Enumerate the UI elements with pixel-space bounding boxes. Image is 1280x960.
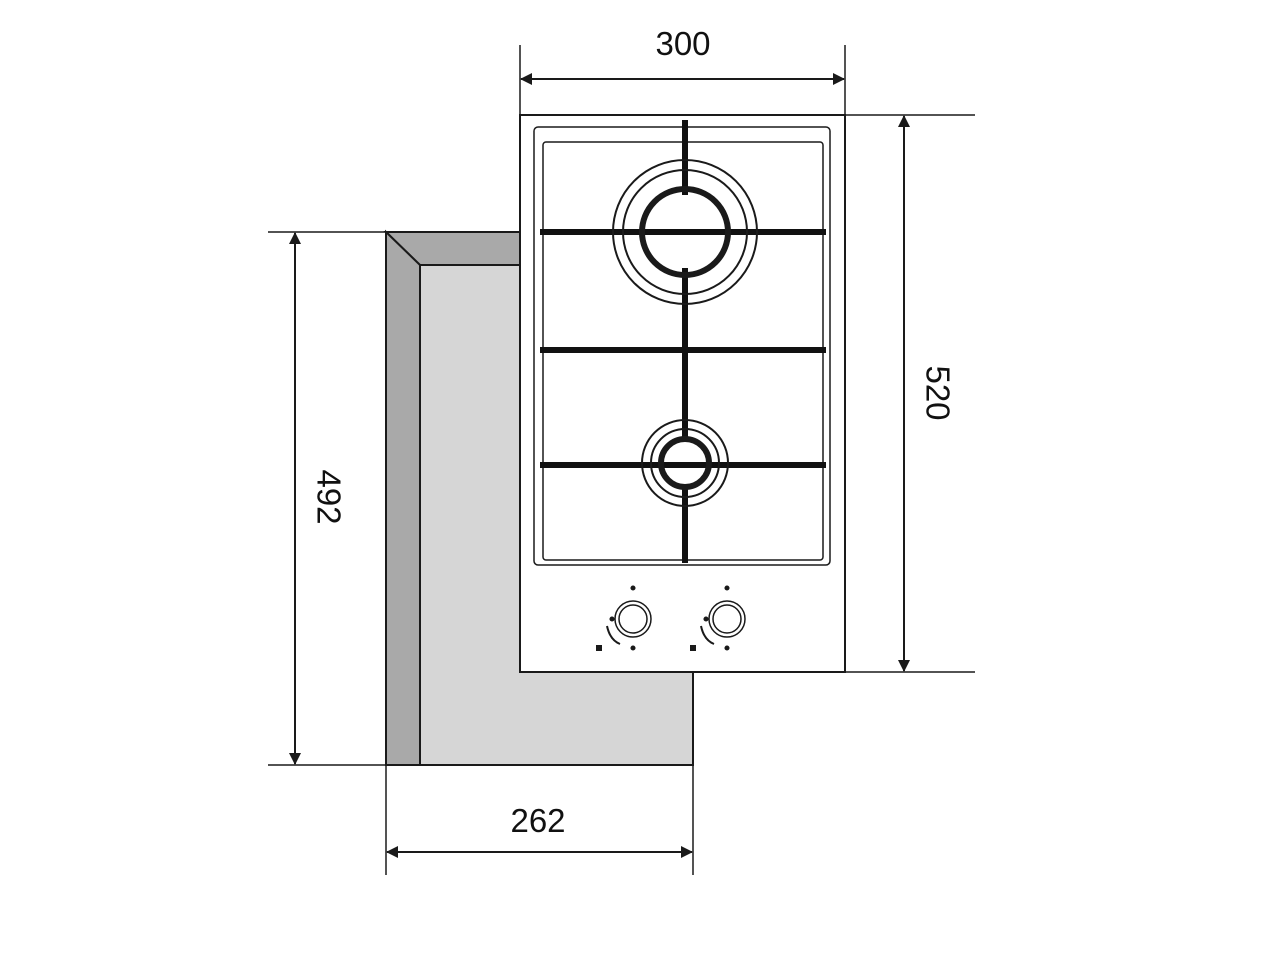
hob (519, 114, 846, 673)
hob-width-label: 300 (655, 25, 710, 62)
dimension-lines (289, 73, 910, 858)
cutout-width-label: 262 (510, 802, 565, 839)
cutout-left-wall (385, 229, 421, 766)
cutout-shape (383, 229, 694, 766)
right-control-knob-icon (690, 585, 746, 651)
extension-lines (268, 45, 975, 875)
small-burner-icon (641, 419, 729, 507)
left-control-knob-icon (596, 585, 652, 651)
pan-support-grate (540, 120, 826, 563)
hob-depth-label: 520 (919, 365, 956, 420)
large-burner-icon (612, 159, 758, 305)
cutout-depth-label: 492 (310, 469, 347, 524)
